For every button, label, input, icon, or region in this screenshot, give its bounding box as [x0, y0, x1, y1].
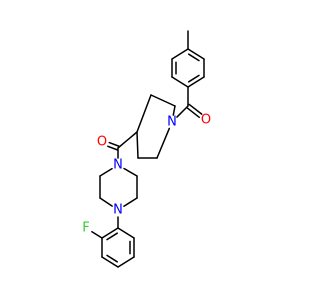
bond-t4-t5	[171, 76, 189, 88]
bond-p_b-p_c4	[136, 94, 152, 133]
bond-f4-f5	[117, 256, 135, 268]
bond-n1-p_a	[172, 105, 176, 116]
bond-co1_c-n1	[176, 105, 189, 118]
bond-co1_c-o1-a	[186, 106, 200, 119]
bond-f6-f1	[117, 227, 135, 239]
bond-t3-t4	[187, 76, 205, 88]
bonds-layer	[91, 30, 205, 268]
bond-p_e-n1	[156, 127, 171, 159]
atom-label-o1: O	[201, 113, 211, 128]
atom-label-n3: N	[113, 203, 123, 218]
bond-co2_c-o2-a	[108, 141, 120, 147]
bond-n3-z_c	[99, 197, 113, 207]
bond-p_c4-co2_c	[117, 131, 138, 149]
atom-label-o2: O	[97, 135, 107, 150]
atom-label-n1: N	[167, 115, 177, 130]
bond-t3-t4-inner	[188, 74, 200, 83]
bond-p_c4-p_d	[136, 131, 139, 159]
bond-f2-fl	[91, 230, 103, 239]
bond-f1-f2	[101, 227, 119, 239]
bond-f1-f2-inner	[106, 232, 118, 241]
bond-n2-z_a	[123, 167, 138, 177]
bond-co1_c-o1-b	[188, 103, 203, 115]
bond-z_d-n2	[99, 167, 113, 177]
bond-t6-t1	[171, 48, 189, 60]
bond-p_a-p_b	[150, 94, 176, 107]
bond-co2_c-o2-b	[107, 145, 119, 151]
bond-t1-t2	[187, 48, 205, 60]
atom-label-n2: N	[113, 158, 123, 173]
bond-z_b-n3	[123, 197, 138, 208]
bond-f3-f4	[101, 256, 119, 268]
bond-f3-f4-inner	[106, 254, 118, 263]
atom-label-fl: F	[82, 221, 89, 236]
bond-t1-t2-inner	[188, 53, 200, 62]
